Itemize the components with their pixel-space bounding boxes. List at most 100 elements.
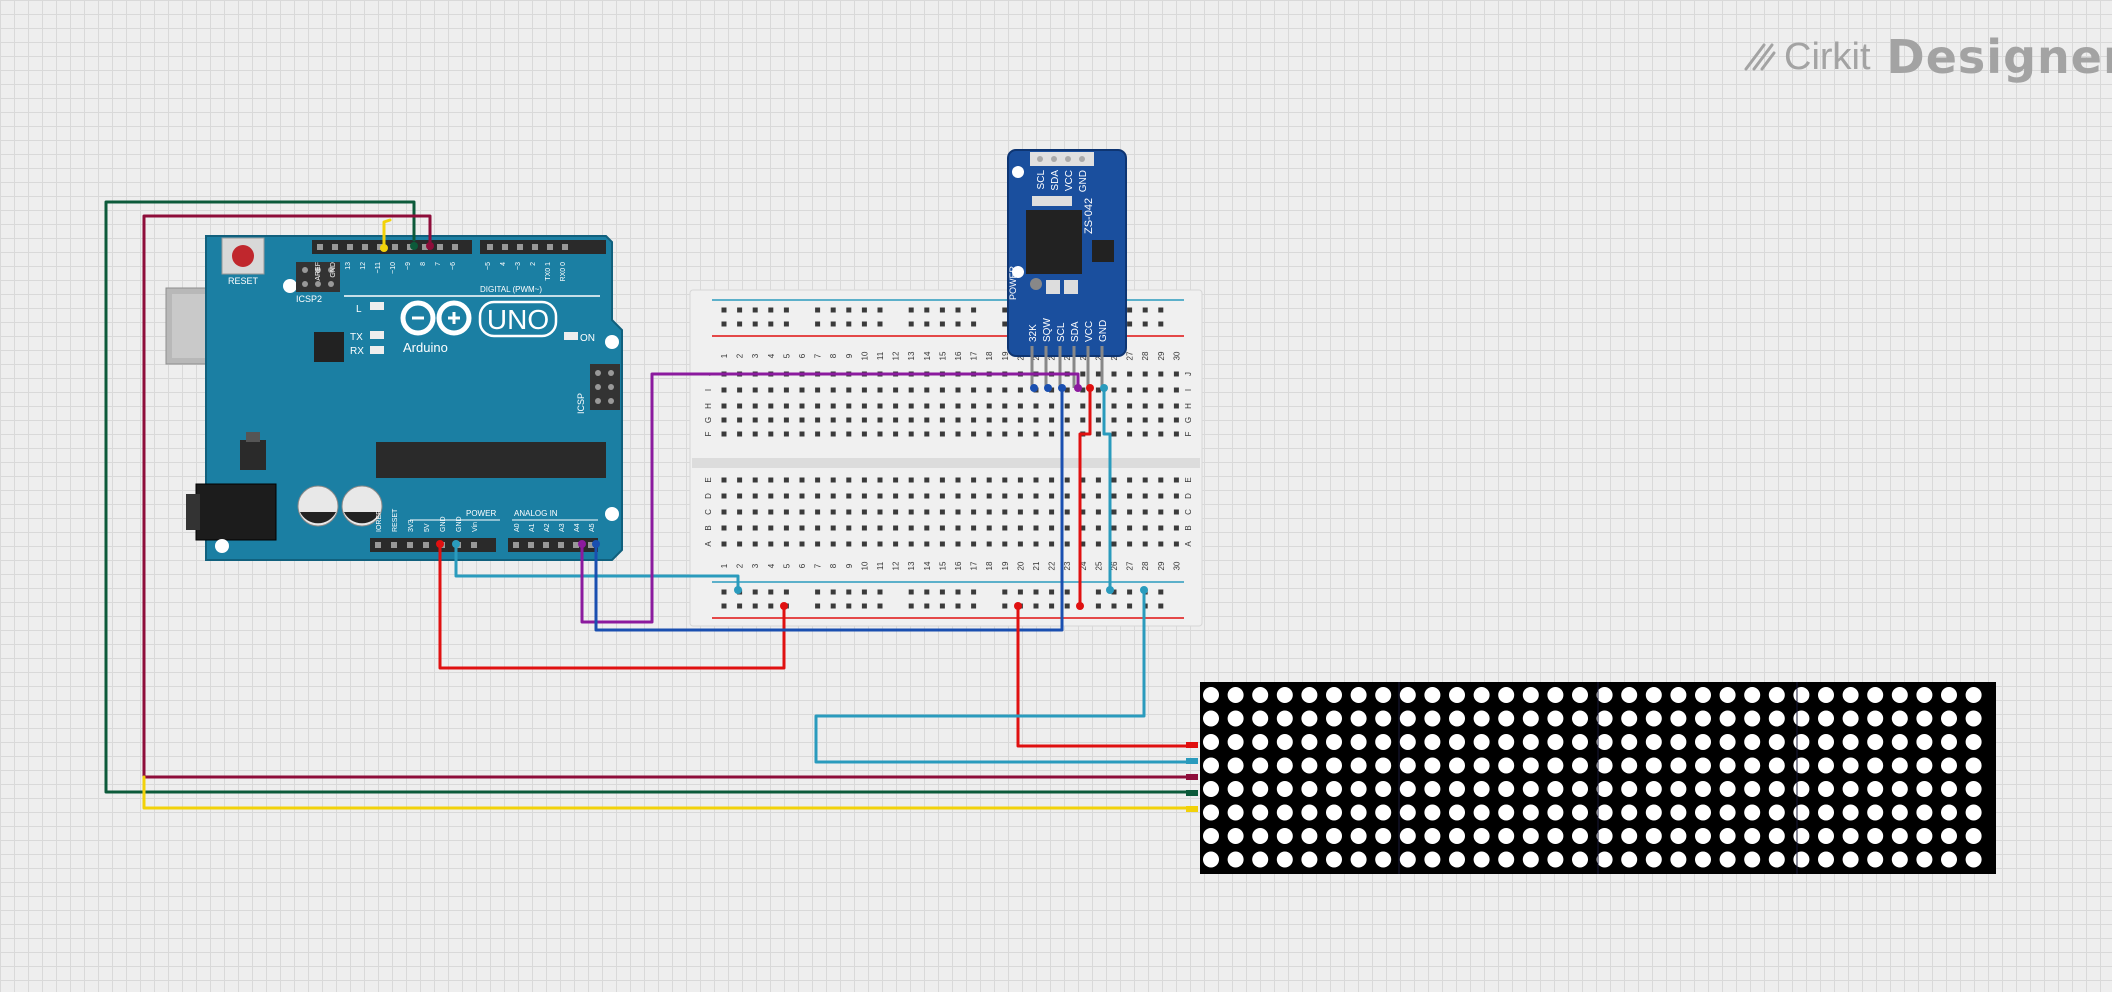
breadboard-hole[interactable] <box>924 589 930 595</box>
breadboard-hole[interactable] <box>1064 509 1070 515</box>
breadboard-hole[interactable] <box>815 387 821 393</box>
breadboard-hole[interactable] <box>846 493 852 499</box>
breadboard-hole[interactable] <box>955 431 961 437</box>
breadboard-hole[interactable] <box>1049 493 1055 499</box>
breadboard-hole[interactable] <box>830 589 836 595</box>
breadboard-hole[interactable] <box>877 431 883 437</box>
breadboard-hole[interactable] <box>1173 387 1179 393</box>
breadboard-hole[interactable] <box>986 431 992 437</box>
breadboard-hole[interactable] <box>908 431 914 437</box>
breadboard-hole[interactable] <box>861 493 867 499</box>
breadboard-hole[interactable] <box>830 525 836 531</box>
breadboard-hole[interactable] <box>971 509 977 515</box>
breadboard-hole[interactable] <box>783 509 789 515</box>
breadboard-hole[interactable] <box>908 387 914 393</box>
breadboard-hole[interactable] <box>1064 525 1070 531</box>
breadboard-hole[interactable] <box>1111 509 1117 515</box>
breadboard-hole[interactable] <box>752 321 758 327</box>
breadboard-hole[interactable] <box>1017 541 1023 547</box>
breadboard-hole[interactable] <box>1002 493 1008 499</box>
breadboard-hole[interactable] <box>721 403 727 409</box>
breadboard-hole[interactable] <box>1049 541 1055 547</box>
breadboard-hole[interactable] <box>1111 603 1117 609</box>
breadboard-hole[interactable] <box>1080 525 1086 531</box>
breadboard-hole[interactable] <box>861 541 867 547</box>
breadboard-hole[interactable] <box>971 477 977 483</box>
breadboard-hole[interactable] <box>1017 509 1023 515</box>
breadboard-hole[interactable] <box>1064 431 1070 437</box>
breadboard-hole[interactable] <box>924 403 930 409</box>
breadboard-hole[interactable] <box>1142 417 1148 423</box>
breadboard-hole[interactable] <box>799 493 805 499</box>
breadboard-hole[interactable] <box>1158 603 1164 609</box>
breadboard-hole[interactable] <box>721 387 727 393</box>
digital-pin-hole[interactable] <box>317 244 323 250</box>
breadboard-hole[interactable] <box>1002 603 1008 609</box>
breadboard-hole[interactable] <box>939 541 945 547</box>
breadboard-hole[interactable] <box>1158 387 1164 393</box>
breadboard-hole[interactable] <box>783 431 789 437</box>
breadboard-hole[interactable] <box>861 603 867 609</box>
breadboard-hole[interactable] <box>737 603 743 609</box>
wire-teal-matrix[interactable] <box>814 588 1194 764</box>
digital-pin-hole[interactable] <box>392 244 398 250</box>
breadboard-hole[interactable] <box>971 431 977 437</box>
breadboard-hole[interactable] <box>1064 477 1070 483</box>
breadboard-hole[interactable] <box>1017 477 1023 483</box>
power-pin-hole[interactable] <box>471 542 477 548</box>
breadboard-hole[interactable] <box>1158 307 1164 313</box>
breadboard-hole[interactable] <box>1158 321 1164 327</box>
breadboard-hole[interactable] <box>846 417 852 423</box>
breadboard-hole[interactable] <box>1173 525 1179 531</box>
breadboard-hole[interactable] <box>768 403 774 409</box>
analog-pin-hole[interactable] <box>513 542 519 548</box>
breadboard-hole[interactable] <box>986 525 992 531</box>
breadboard-hole[interactable] <box>768 589 774 595</box>
breadboard-hole[interactable] <box>1064 603 1070 609</box>
breadboard-hole[interactable] <box>939 307 945 313</box>
breadboard-hole[interactable] <box>783 525 789 531</box>
breadboard-hole[interactable] <box>737 477 743 483</box>
breadboard-hole[interactable] <box>846 477 852 483</box>
breadboard-hole[interactable] <box>721 493 727 499</box>
breadboard-hole[interactable] <box>752 403 758 409</box>
breadboard-hole[interactable] <box>939 493 945 499</box>
breadboard-hole[interactable] <box>1033 403 1039 409</box>
breadboard-hole[interactable] <box>1173 431 1179 437</box>
breadboard-hole[interactable] <box>1127 403 1133 409</box>
breadboard-hole[interactable] <box>752 417 758 423</box>
breadboard-hole[interactable] <box>1111 417 1117 423</box>
breadboard-hole[interactable] <box>955 493 961 499</box>
breadboard-hole[interactable] <box>737 417 743 423</box>
breadboard-hole[interactable] <box>1127 541 1133 547</box>
breadboard-hole[interactable] <box>752 387 758 393</box>
breadboard-hole[interactable] <box>721 431 727 437</box>
breadboard-hole[interactable] <box>1111 541 1117 547</box>
breadboard-hole[interactable] <box>1142 509 1148 515</box>
breadboard-hole[interactable] <box>799 387 805 393</box>
breadboard-hole[interactable] <box>939 387 945 393</box>
breadboard-hole[interactable] <box>971 589 977 595</box>
breadboard-hole[interactable] <box>799 509 805 515</box>
breadboard-hole[interactable] <box>783 417 789 423</box>
breadboard-hole[interactable] <box>1127 509 1133 515</box>
breadboard-hole[interactable] <box>1033 493 1039 499</box>
breadboard-hole[interactable] <box>1064 417 1070 423</box>
digital-pin-hole[interactable] <box>407 244 413 250</box>
breadboard-hole[interactable] <box>955 541 961 547</box>
breadboard-hole[interactable] <box>1017 589 1023 595</box>
breadboard-hole[interactable] <box>971 403 977 409</box>
breadboard-hole[interactable] <box>908 603 914 609</box>
breadboard-hole[interactable] <box>877 477 883 483</box>
breadboard-hole[interactable] <box>721 589 727 595</box>
breadboard-hole[interactable] <box>1080 371 1086 377</box>
breadboard-hole[interactable] <box>846 387 852 393</box>
breadboard-hole[interactable] <box>737 509 743 515</box>
breadboard-hole[interactable] <box>1017 431 1023 437</box>
breadboard-hole[interactable] <box>1111 387 1117 393</box>
breadboard-hole[interactable] <box>721 477 727 483</box>
breadboard-hole[interactable] <box>1002 431 1008 437</box>
breadboard-hole[interactable] <box>1127 321 1133 327</box>
breadboard-hole[interactable] <box>971 603 977 609</box>
breadboard-hole[interactable] <box>939 403 945 409</box>
